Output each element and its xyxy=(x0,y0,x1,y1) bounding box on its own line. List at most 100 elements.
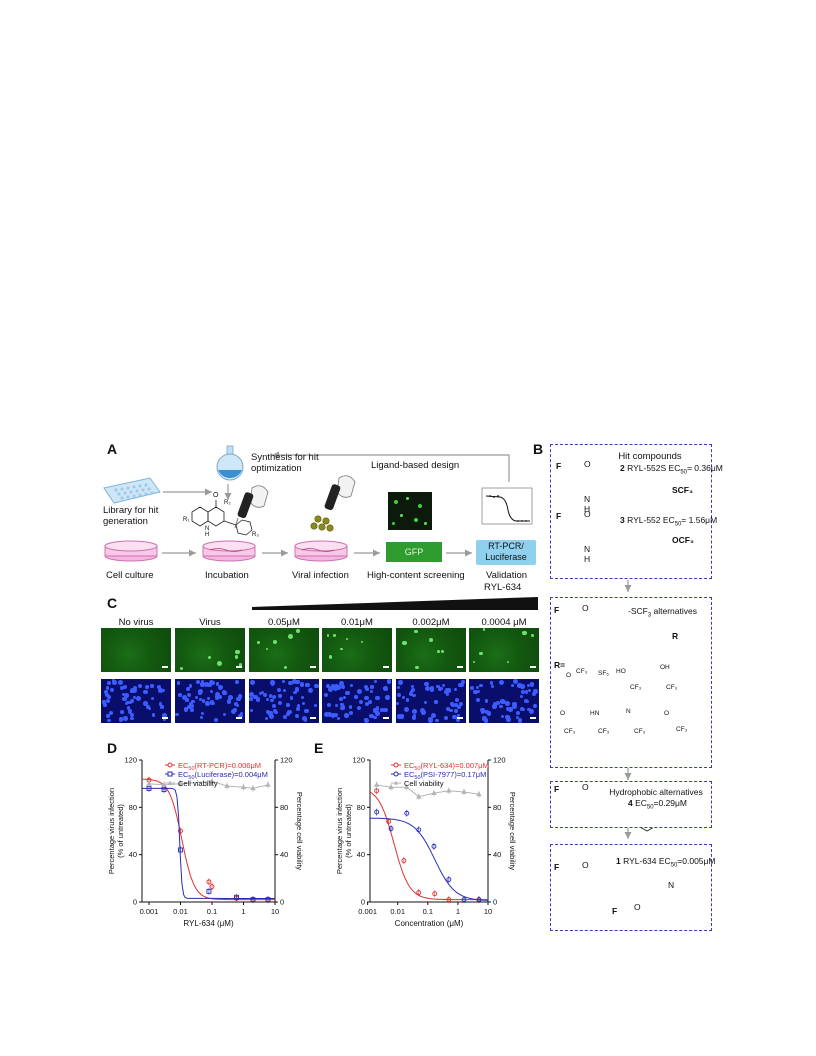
nucleus xyxy=(237,694,243,700)
x-axis-label: Concentration (μM) xyxy=(395,919,464,928)
nucleus xyxy=(295,706,300,711)
nucleus xyxy=(109,687,115,693)
nucleus xyxy=(145,704,150,709)
nucleus xyxy=(455,717,460,722)
nucleus xyxy=(357,688,362,694)
nucleus xyxy=(508,707,513,712)
nucleus xyxy=(443,715,449,720)
x-tick-label: 0.01 xyxy=(390,907,405,916)
nucleus xyxy=(324,712,330,718)
nucleus xyxy=(210,690,214,694)
nucleus xyxy=(500,714,505,718)
cmpd4-f: F xyxy=(554,784,560,794)
nucleus xyxy=(412,709,418,715)
nucleus xyxy=(521,708,525,712)
y-tick-label-left: 80 xyxy=(357,803,365,812)
box-ryl634 xyxy=(550,844,712,931)
nucleus xyxy=(303,718,308,722)
nucleus xyxy=(112,680,117,686)
nucleus xyxy=(295,679,300,684)
nucleus xyxy=(178,693,182,697)
r-equals: R= xyxy=(554,660,566,670)
nucleus xyxy=(454,697,459,702)
nucleus xyxy=(364,717,369,723)
petri-dish-infection xyxy=(294,540,348,562)
nucleus xyxy=(512,679,518,684)
nucleus xyxy=(306,683,311,688)
nucleus xyxy=(384,695,390,700)
x-tick-label: 0.001 xyxy=(358,907,377,916)
nucleus xyxy=(122,685,127,690)
nucleus xyxy=(123,716,128,721)
cmpd1-o: O xyxy=(582,860,589,870)
y-tick-label-right: 120 xyxy=(493,756,506,765)
r7-cf3: CF₃ xyxy=(634,728,646,735)
nucleus xyxy=(143,701,148,706)
nucleus xyxy=(299,682,304,687)
nucleus xyxy=(505,717,511,723)
gfp-cell xyxy=(257,641,260,644)
nucleus xyxy=(381,707,387,713)
nucleus xyxy=(249,679,255,685)
panel-label-a: A xyxy=(107,441,118,457)
nucleus xyxy=(473,689,478,695)
nucleus xyxy=(200,682,205,687)
nucleus xyxy=(205,701,210,706)
nucleus xyxy=(515,716,520,720)
gfp-cell xyxy=(332,633,336,637)
r2-label: R₂ xyxy=(224,500,231,506)
nucleus xyxy=(294,713,300,719)
nucleus xyxy=(285,711,291,716)
nucleus xyxy=(529,682,535,687)
nucleus xyxy=(158,702,163,707)
nucleus xyxy=(364,696,369,701)
connect-line xyxy=(148,780,269,789)
nucleus xyxy=(524,690,529,694)
fit-curve xyxy=(141,778,275,901)
nucleus xyxy=(328,687,334,693)
nucleus xyxy=(445,687,450,693)
nucleus xyxy=(189,702,194,707)
scale-bar xyxy=(310,666,316,668)
gfp-tile-1 xyxy=(175,628,245,672)
nucleus xyxy=(181,695,187,700)
y-tick-label-right: 40 xyxy=(280,850,288,859)
nucleus xyxy=(264,716,269,721)
nucleus xyxy=(349,683,353,687)
nucleus xyxy=(106,698,111,704)
nucleus xyxy=(138,683,142,688)
connect-line xyxy=(376,784,479,798)
series-0 xyxy=(369,787,488,904)
ryl634-wedge-label: RYL-634 xyxy=(484,582,522,593)
gfp-cell xyxy=(295,628,300,633)
legend-entry-2: Cell viability xyxy=(391,779,444,788)
r1-o: O xyxy=(566,672,572,679)
nucleus xyxy=(104,690,109,695)
nucleus xyxy=(505,706,511,712)
nucleus xyxy=(235,679,240,684)
nucleus xyxy=(398,680,403,685)
legend-label-post: (PSI-7977)=0.17μM xyxy=(421,770,487,779)
nucleus xyxy=(449,708,453,713)
gfp-tile-4 xyxy=(396,628,466,672)
nucleus xyxy=(487,711,492,716)
nucleus xyxy=(431,712,437,718)
r7-n: N xyxy=(626,708,631,715)
nucleus xyxy=(501,699,507,704)
nucleus xyxy=(186,692,192,698)
legend-marker xyxy=(393,780,399,785)
gfp-cell xyxy=(479,651,483,656)
panel-c-header-1: Virus xyxy=(199,617,221,628)
nucleus xyxy=(454,708,458,713)
nucleus xyxy=(130,699,134,703)
nucleus xyxy=(484,709,489,715)
nucleus xyxy=(175,712,179,716)
r8-o: O xyxy=(664,710,670,717)
legend-marker xyxy=(167,762,173,768)
nucleus xyxy=(195,696,199,700)
y-tick-label-right: 80 xyxy=(280,803,288,812)
nucleus xyxy=(365,686,370,692)
pipette-hand-icon xyxy=(234,485,269,529)
nucleus xyxy=(339,681,345,687)
nucleus xyxy=(365,702,370,706)
